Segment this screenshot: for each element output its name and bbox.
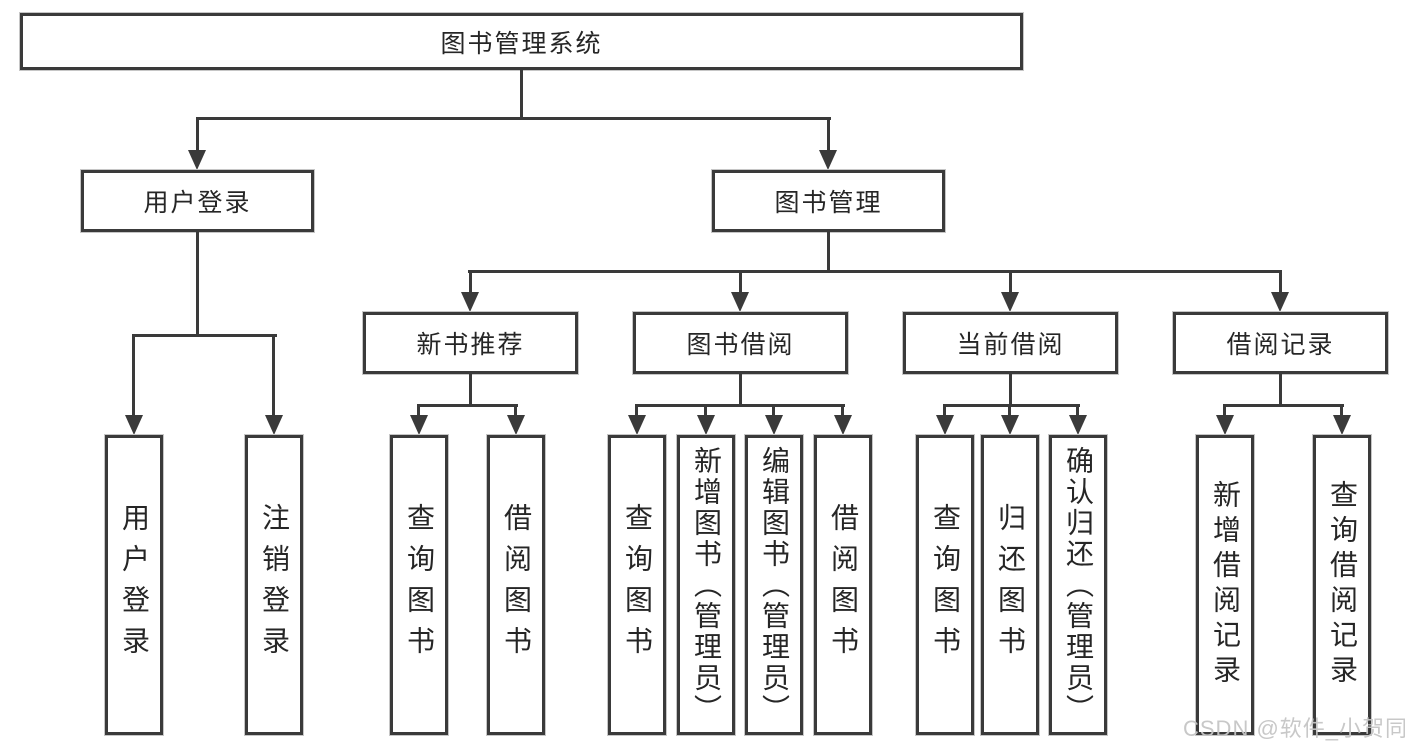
node-user-login: 用户登录 <box>81 170 314 232</box>
arrow-down-icon <box>1271 292 1289 312</box>
node-borrowing-records: 借阅记录 <box>1173 312 1388 374</box>
leaf-confirm-return-admin: 确认归还（管理员） <box>1049 435 1107 735</box>
node-new-book-recommend: 新书推荐 <box>363 312 578 374</box>
arrow-down-icon <box>188 150 206 170</box>
node-current-borrowing: 当前借阅 <box>903 312 1118 374</box>
connector-user-login-feed <box>196 232 199 335</box>
connector-stem-leaf <box>943 404 946 417</box>
connector-stem-leaf <box>1008 404 1011 417</box>
connector-stem-user-login <box>196 117 199 152</box>
connector-stem-leaf <box>772 404 775 417</box>
connector-borrow-records-feed <box>1279 374 1282 406</box>
arrow-down-icon <box>1001 292 1019 312</box>
leaf-query-books: 查询图书 <box>916 435 974 735</box>
connector-stem-new-book <box>469 270 472 294</box>
arrow-down-icon <box>731 292 749 312</box>
connector-stem-book-management <box>827 117 830 152</box>
arrow-down-icon <box>765 415 783 435</box>
arrow-down-icon <box>125 415 143 435</box>
connector-bus-new-book <box>417 404 518 407</box>
connector-bus-level1 <box>196 117 831 120</box>
leaf-user-login: 用户登录 <box>105 435 163 735</box>
arrow-down-icon <box>628 415 646 435</box>
leaf-borrow-books: 借阅图书 <box>487 435 545 735</box>
arrow-down-icon <box>697 415 715 435</box>
arrow-down-icon <box>1216 415 1234 435</box>
connector-bus-level3 <box>468 270 1282 273</box>
arrow-down-icon <box>1001 415 1019 435</box>
connector-stem-leaf <box>1340 404 1343 417</box>
node-book-borrowing: 图书借阅 <box>633 312 848 374</box>
node-book-management: 图书管理 <box>712 170 945 232</box>
leaf-borrow-books: 借阅图书 <box>814 435 872 735</box>
arrow-down-icon <box>410 415 428 435</box>
arrow-down-icon <box>265 415 283 435</box>
leaf-edit-books-admin: 编辑图书（管理员） <box>745 435 803 735</box>
arrow-down-icon <box>819 150 837 170</box>
leaf-add-borrow-record: 新增借阅记录 <box>1196 435 1254 735</box>
connector-stem-leaf <box>635 404 638 417</box>
connector-stem-leaf <box>417 404 420 417</box>
arrow-down-icon <box>936 415 954 435</box>
connector-bus-current-borrow <box>943 404 1080 407</box>
arrow-down-icon <box>461 292 479 312</box>
connector-stem-leaf <box>841 404 844 417</box>
leaf-query-borrow-record: 查询借阅记录 <box>1313 435 1371 735</box>
node-root-system: 图书管理系统 <box>20 13 1023 70</box>
connector-stem-current-borrow <box>1009 270 1012 294</box>
connector-book-borrow-feed <box>739 374 742 406</box>
connector-current-borrow-feed <box>1009 374 1012 406</box>
connector-bus-borrow-records <box>1223 404 1344 407</box>
connector-bus-book-borrow <box>635 404 845 407</box>
arrow-down-icon <box>1333 415 1351 435</box>
connector-root-feed <box>520 70 523 118</box>
arrow-down-icon <box>507 415 525 435</box>
connector-stem-leaf <box>704 404 707 417</box>
connector-stem-book-borrow <box>739 270 742 294</box>
connector-stem-borrow-records <box>1279 270 1282 294</box>
connector-book-management-feed <box>827 232 830 272</box>
connector-stem-leaf <box>132 334 135 417</box>
leaf-query-books: 查询图书 <box>608 435 666 735</box>
connector-stem-leaf <box>514 404 517 417</box>
leaf-logout-login: 注销登录 <box>245 435 303 735</box>
csdn-watermark: CSDN @软件_小贺同学 <box>1183 716 1405 741</box>
connector-bus-user-login <box>132 334 277 337</box>
leaf-add-books-admin: 新增图书（管理员） <box>677 435 735 735</box>
arrow-down-icon <box>834 415 852 435</box>
leaf-query-books: 查询图书 <box>390 435 448 735</box>
connector-stem-leaf <box>1223 404 1226 417</box>
connector-new-book-feed <box>469 374 472 406</box>
connector-stem-leaf <box>272 334 275 417</box>
arrow-down-icon <box>1069 415 1087 435</box>
connector-stem-leaf <box>1076 404 1079 417</box>
leaf-return-books: 归还图书 <box>981 435 1039 735</box>
